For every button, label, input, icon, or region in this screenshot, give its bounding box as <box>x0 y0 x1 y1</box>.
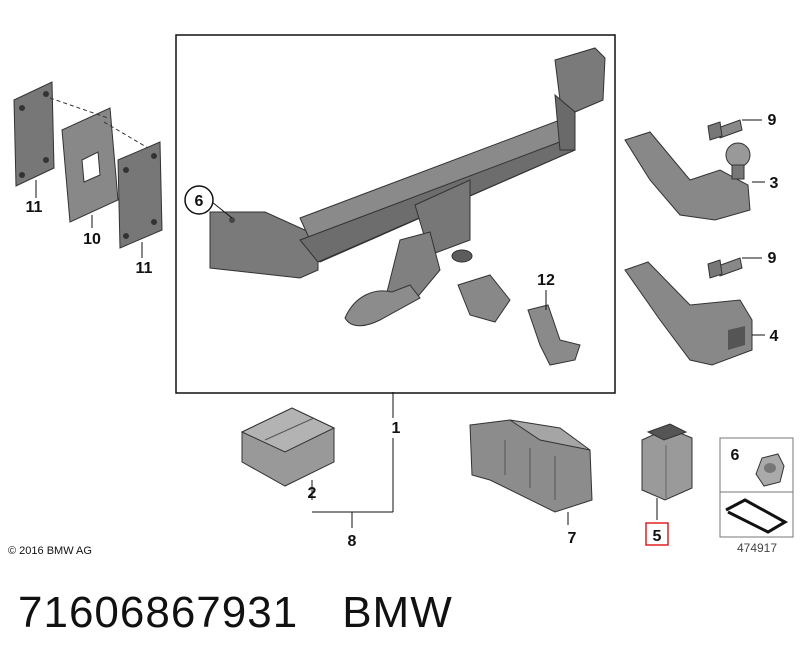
reference-number: 474917 <box>737 541 777 555</box>
tow-hitch-crossbar <box>209 47 606 327</box>
highlight-box-5 <box>645 522 669 546</box>
callout-4: 4 <box>770 328 779 345</box>
callout-9-top: 9 <box>768 112 777 129</box>
callout-7: 7 <box>568 530 577 547</box>
part-line: 71606867931 BMW <box>18 588 453 638</box>
callout-1: 1 <box>392 420 401 437</box>
part-number: 71606867931 <box>18 588 299 637</box>
tray-part-7 <box>469 419 593 513</box>
callout-8: 8 <box>348 533 357 550</box>
callout-10: 10 <box>83 231 101 248</box>
callout-3: 3 <box>770 175 779 192</box>
brand-name: BMW <box>342 588 453 637</box>
key-parts-9 <box>707 119 762 279</box>
callout-11-right: 11 <box>136 260 153 277</box>
callout-9-bottom: 9 <box>768 250 777 267</box>
copyright-text: © 2016 BMW AG <box>8 545 92 557</box>
legend-box <box>719 437 794 538</box>
receiver-part-4 <box>624 261 753 366</box>
module-part-5 <box>641 423 693 501</box>
assembly-frame <box>175 34 616 394</box>
ball-neck-part-3 <box>624 131 751 221</box>
callout-6-circle <box>184 185 214 215</box>
legend-callout-6: 6 <box>731 447 740 464</box>
callout-12: 12 <box>537 272 555 289</box>
callout-6: 6 <box>195 193 204 210</box>
callout-5: 5 <box>653 528 662 545</box>
callout-11-left: 11 <box>26 199 43 216</box>
leader-lines <box>35 180 765 528</box>
box-part-2 <box>240 407 336 487</box>
callout-2: 2 <box>308 485 317 502</box>
mounting-plates <box>13 81 163 249</box>
bracket-part-12 <box>457 274 581 366</box>
